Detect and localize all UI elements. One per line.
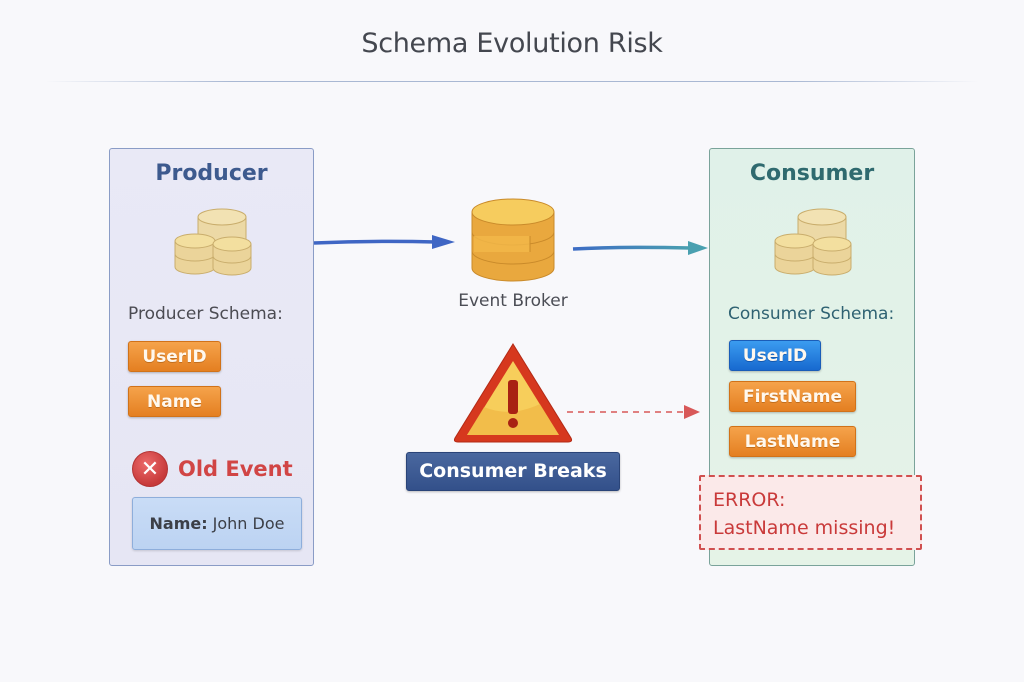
arrow-producer-to-broker: [313, 235, 455, 249]
consumer-title: Consumer: [749, 161, 875, 186]
producer-database-icon: [174, 208, 252, 276]
error-x-icon: ✕: [132, 451, 168, 487]
event-field-name: Name:: [149, 514, 208, 533]
warning-triangle-icon: [453, 343, 573, 443]
producer-field-userid: UserID: [128, 341, 221, 372]
old-event-label: Old Event: [178, 457, 293, 481]
consumer-field-firstname: FirstName: [729, 381, 856, 412]
producer-panel: Producer Producer Schema: UserID Name ✕ …: [109, 148, 314, 566]
title-divider: [45, 81, 979, 82]
producer-field-name: Name: [128, 386, 221, 417]
event-broker-database-icon: [471, 198, 555, 282]
consumer-field-lastname: LastName: [729, 426, 856, 457]
dashed-arrow-warning-to-consumer: [567, 405, 700, 419]
producer-schema-label: Producer Schema:: [128, 304, 283, 324]
error-detail: LastName missing!: [713, 517, 896, 539]
arrow-broker-to-consumer: [572, 241, 708, 255]
old-event-header: ✕ Old Event: [132, 451, 293, 487]
old-event-card: Name: John Doe: [132, 497, 302, 550]
event-field-value: John Doe: [212, 514, 285, 533]
consumer-field-userid: UserID: [729, 340, 821, 371]
error-message-box: ERROR: LastName missing!: [699, 475, 922, 550]
consumer-schema-label: Consumer Schema:: [728, 304, 895, 324]
consumer-breaks-badge: Consumer Breaks: [406, 452, 620, 491]
error-title: ERROR:: [713, 489, 786, 511]
consumer-database-icon: [774, 208, 852, 276]
event-broker-label: Event Broker: [458, 291, 568, 311]
page-title: Schema Evolution Risk: [361, 28, 663, 59]
producer-title: Producer: [155, 161, 268, 186]
